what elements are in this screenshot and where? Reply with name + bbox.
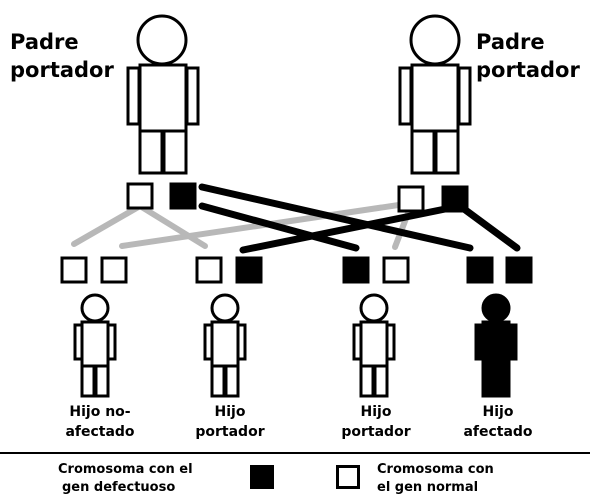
legend-normal-swatch — [336, 465, 360, 489]
right-parent-chromosomes — [397, 185, 469, 213]
right-parent-label: Padre portador — [476, 28, 580, 84]
child-4-label: Hijo afectado — [433, 402, 563, 442]
left-parent-label-line2: portador — [10, 58, 114, 82]
legend-normal-line2: el gen normal — [377, 480, 479, 495]
legend-normal-line1: Cromosoma con — [377, 462, 494, 477]
legend-defective-line2: gen defectuoso — [62, 480, 176, 495]
child-2-label-line2: portador — [195, 424, 265, 440]
child-1-label-line2: afectado — [65, 424, 135, 440]
legend-defective-swatch — [250, 465, 274, 489]
child-3-label: Hijo portador — [311, 402, 441, 442]
chromosome-defective — [169, 182, 197, 210]
child-2-chromosomes — [195, 256, 263, 284]
right-parent-figure — [398, 14, 472, 175]
left-parent-figure — [126, 14, 200, 175]
legend-defective-line1: Cromosoma con el — [58, 462, 193, 477]
child-3-figure — [352, 293, 396, 398]
chromosome-normal — [126, 182, 154, 210]
child-3-label-line1: Hijo — [360, 404, 392, 420]
left-parent-chromosomes — [126, 182, 197, 210]
child-3-label-line2: portador — [341, 424, 411, 440]
child-2-figure — [203, 293, 247, 398]
right-parent-label-line1: Padre — [476, 30, 545, 54]
legend-defective-label: Cromosoma con el gen defectuoso — [58, 461, 193, 497]
child-2-label: Hijo portador — [165, 402, 295, 442]
legend-normal-label: Cromosoma con el gen normal — [377, 461, 494, 497]
left-parent-label-line1: Padre — [10, 30, 79, 54]
child-1-chromosomes — [60, 256, 128, 284]
left-parent-label: Padre portador — [10, 28, 114, 84]
child-4-chromosomes — [466, 256, 533, 284]
child-4-figure — [474, 293, 518, 398]
child-4-label-line2: afectado — [463, 424, 533, 440]
child-3-chromosomes — [342, 256, 410, 284]
legend-divider — [0, 452, 590, 454]
child-1-figure — [73, 293, 117, 398]
right-parent-label-line2: portador — [476, 58, 580, 82]
child-2-label-line1: Hijo — [214, 404, 246, 420]
chromosome-normal — [397, 185, 425, 213]
child-1-label: Hijo no- afectado — [35, 402, 165, 442]
child-4-label-line1: Hijo — [482, 404, 514, 420]
child-1-label-line1: Hijo no- — [69, 404, 131, 420]
chromosome-defective — [441, 185, 469, 213]
defective-links — [198, 183, 521, 254]
